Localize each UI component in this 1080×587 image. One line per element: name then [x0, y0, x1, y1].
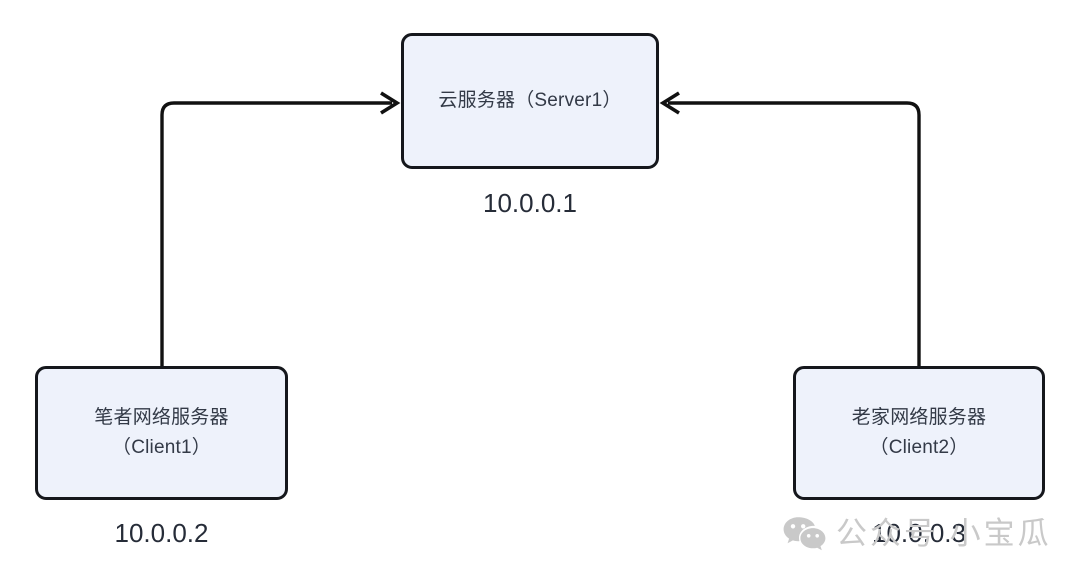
- ip-label-client1: 10.0.0.2: [114, 518, 209, 548]
- node-client2[interactable]: 老家网络服务器 （Client2）: [793, 366, 1045, 500]
- connector-client2-to-server: [659, 91, 921, 366]
- ip-label-client2: 10.0.0.3: [872, 518, 966, 548]
- node-cloud-server-label: 云服务器（Server1）: [438, 90, 622, 111]
- node-cloud-server[interactable]: 云服务器（Server1）: [401, 33, 659, 169]
- connector-client1-to-server: [160, 91, 401, 366]
- node-client2-label: 老家网络服务器 （Client2）: [851, 407, 987, 458]
- ip-label-server: 10.0.0.1: [483, 188, 577, 218]
- node-client1-label: 笔者网络服务器 （Client1）: [94, 407, 229, 458]
- node-client1[interactable]: 笔者网络服务器 （Client1）: [35, 366, 288, 500]
